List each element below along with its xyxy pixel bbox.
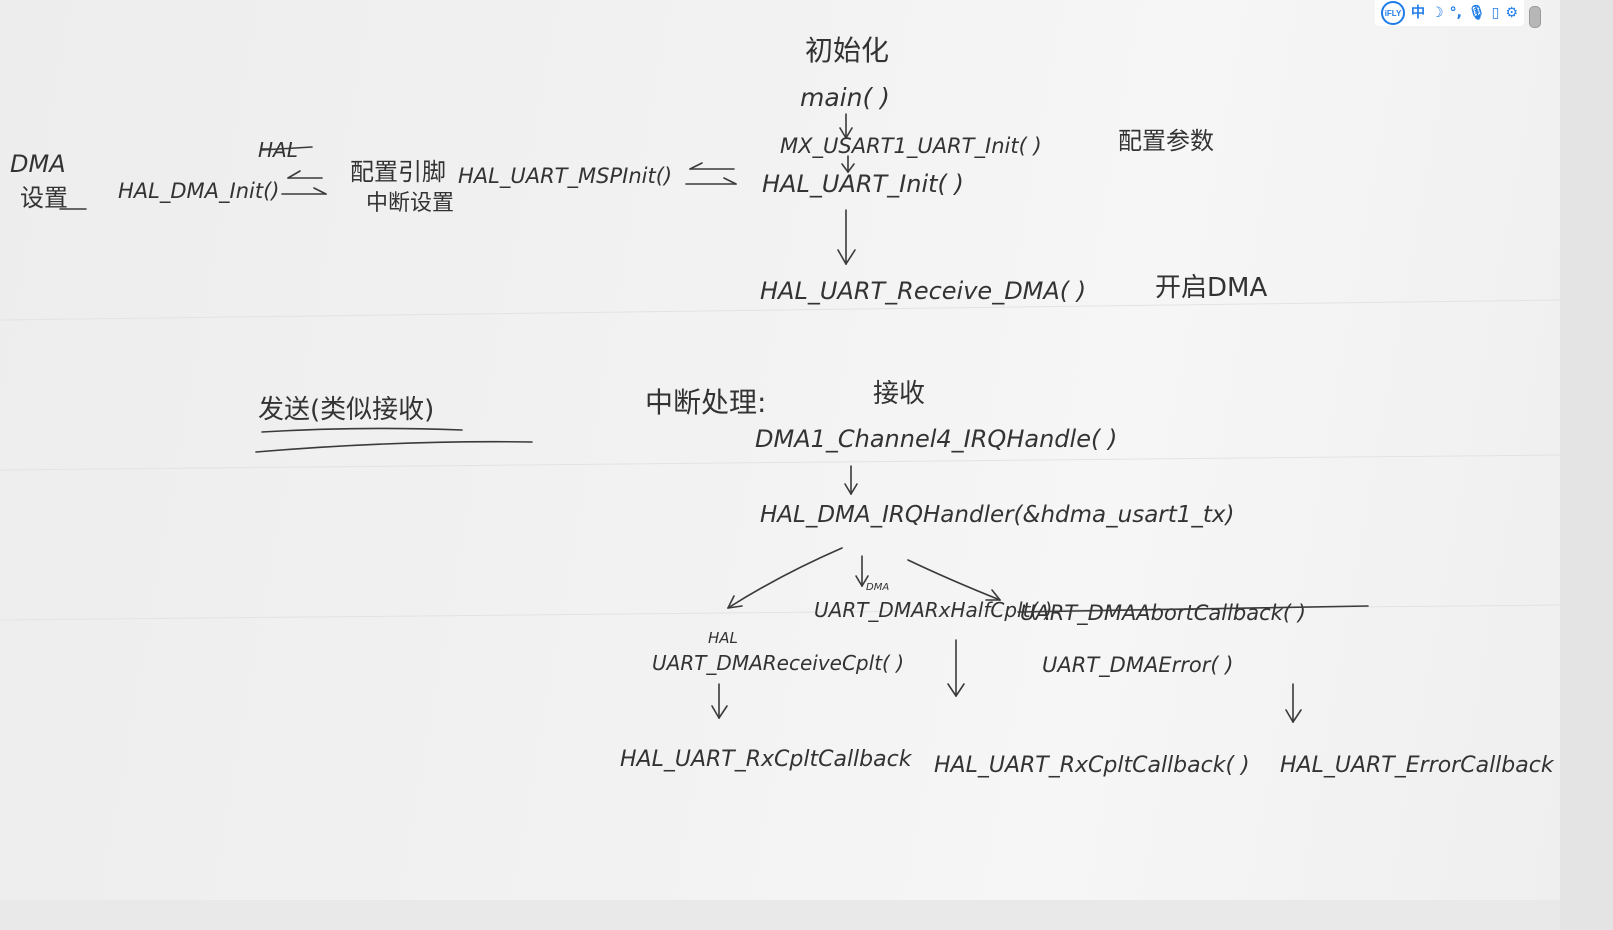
abort-strikeout: [1017, 605, 1369, 613]
dma-error-text: UART_DMAError( ): [1042, 653, 1233, 678]
irq-title-text: 中断处理:: [645, 386, 766, 419]
abort-callback-text: UART_DMAAbortCallback( ): [1020, 601, 1306, 626]
send-note-underline-1: [261, 427, 463, 433]
paper-rule-lines: [0, 299, 1560, 621]
dma-small-text: DMA: [866, 582, 889, 593]
hal-small-text: HAL: [708, 629, 738, 647]
ime-toolbar[interactable]: iFLY 中 ☽ °, 🎙 ▯ ⚙: [1375, 0, 1524, 26]
right-background-strip: [1560, 0, 1613, 930]
config-pin-text: 配置引脚: [350, 158, 446, 186]
uart-init-text: HAL_UART_Init( ): [762, 170, 964, 198]
receive-label-text: 接收: [873, 379, 925, 409]
init-title: 初始化: [805, 34, 889, 67]
error-callback-text: HAL_UART_ErrorCallback: [1280, 753, 1555, 778]
arrow-channel-down: [844, 465, 858, 495]
receive-cplt-text: UART_DMAReceiveCplt( ): [652, 651, 904, 675]
send-note-text: 发送(类似接收): [258, 395, 434, 425]
rx-cplt-callback-text: HAL_UART_RxCpltCallback: [620, 747, 913, 772]
arrow-main-down: [839, 113, 853, 139]
chinese-mode-toggle[interactable]: 中: [1411, 5, 1425, 21]
punctuation-icon[interactable]: °,: [1449, 5, 1462, 21]
window-knob: [1529, 6, 1541, 28]
channel-handler-text: DMA1_Channel4_IRQHandle( ): [755, 425, 1117, 453]
branch-arrows: [727, 547, 1001, 609]
mx-init-text: MX_USART1_UART_Init( ): [780, 134, 1042, 159]
main-text: main( ): [800, 83, 890, 112]
msp-init-text: HAL_UART_MSPInit(): [458, 164, 672, 189]
notebook-paper: [0, 0, 1560, 900]
hal-strikeout: [261, 146, 313, 151]
double-arrow-right: [685, 162, 737, 185]
rx-half-callback-text: HAL_UART_RxCpltCallback( ): [934, 753, 1250, 778]
callback-arrows: [711, 639, 1302, 723]
arrow-mx-down: [841, 155, 855, 173]
gear-icon[interactable]: ⚙: [1505, 5, 1518, 21]
send-note-underline-2: [255, 440, 533, 453]
receive-dma-text: HAL_UART_Receive_DMA( ): [760, 277, 1086, 305]
ifly-logo[interactable]: iFLY: [1381, 1, 1405, 25]
microphone-icon[interactable]: 🎙: [1467, 5, 1486, 21]
hal-dma-init-text: HAL_DMA_Init(): [118, 179, 279, 204]
arrow-init-down: [837, 209, 856, 265]
dma-irq-handler-text: HAL_DMA_IRQHandler(&hdma_usart1_tx): [760, 502, 1235, 528]
dma-setting-label-1: DMA: [10, 150, 66, 178]
start-dma-text: 开启DMA: [1155, 273, 1267, 303]
config-params-text: 配置参数: [1118, 127, 1214, 155]
handwritten-notes: DMA 设置 HAL_DMA_Init() HAL 配置引脚 中断设置 HAL_…: [0, 34, 1560, 778]
moon-icon[interactable]: ☽: [1431, 5, 1444, 21]
keyboard-icon[interactable]: ▯: [1491, 5, 1500, 21]
dma-setting-label-2: 设置: [20, 184, 68, 212]
double-arrow-left: [281, 170, 327, 195]
interrupt-setting-text: 中断设置: [366, 191, 454, 216]
half-cplt-text: UART_DMARxHalfCplt( ): [814, 598, 1052, 622]
